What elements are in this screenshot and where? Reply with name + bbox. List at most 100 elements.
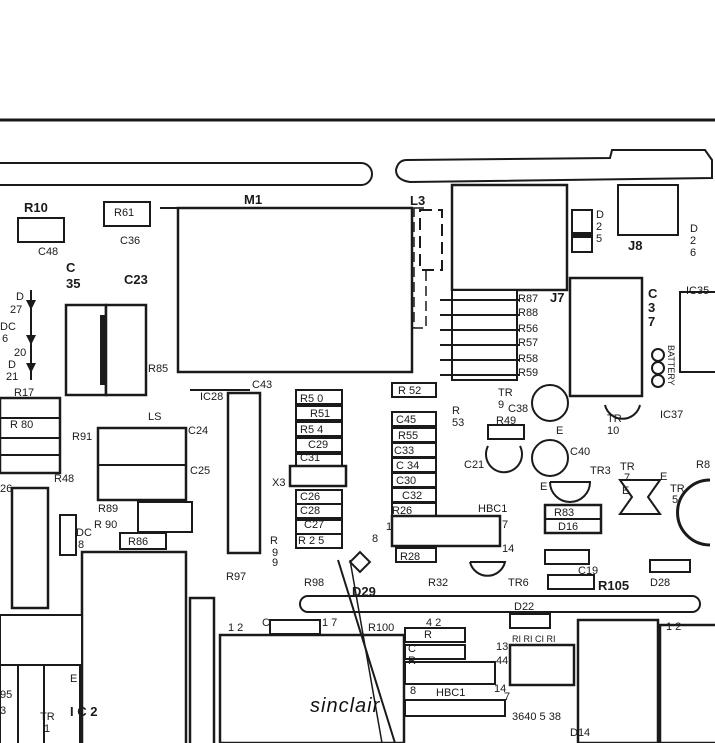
label-r59: R59	[518, 367, 538, 379]
label-c37b: 3	[648, 300, 655, 315]
tr5-transistor	[676, 478, 711, 547]
label-e1: E	[556, 425, 563, 437]
label-n17: 1 7	[322, 617, 337, 629]
label-r55: R55	[398, 430, 418, 442]
label-r97: R97	[226, 571, 246, 583]
tr7-transistor	[618, 479, 662, 515]
label-n44: 44	[496, 655, 508, 667]
bottom-left-block	[80, 550, 188, 743]
label-d14: D14	[570, 727, 590, 739]
c21-capacitor	[485, 445, 523, 474]
r10-resistor	[17, 217, 65, 243]
label-n26: 26	[0, 483, 12, 495]
label-n42: 4 2	[426, 617, 441, 629]
label-ic35: IC35	[686, 285, 709, 297]
label-c23: C23	[124, 272, 148, 287]
label-l3: L3	[410, 193, 425, 208]
label-r8: R8	[696, 459, 710, 471]
label-hbc1: HBC1	[478, 503, 507, 515]
label-c38: C38	[508, 403, 528, 415]
r17-r80-block	[0, 396, 62, 475]
label-c25: C25	[190, 465, 210, 477]
label-dc8a: DC	[76, 527, 92, 539]
label-c24: C24	[188, 425, 208, 437]
label-r56: R56	[518, 323, 538, 335]
j7-pins	[451, 289, 518, 381]
label-c40: C40	[570, 446, 590, 458]
label-r90: R 90	[94, 519, 117, 531]
label-r95: 95	[0, 689, 12, 701]
label-tr10a: TR	[607, 413, 622, 425]
c40-capacitor	[531, 439, 569, 477]
label-tr3: TR3	[590, 465, 611, 477]
label-c-low: C	[262, 617, 270, 629]
label-d29: D29	[352, 584, 376, 599]
label-r80: R 80	[10, 419, 33, 431]
label-r99c: 9	[272, 557, 278, 569]
slot-top-left	[0, 162, 373, 186]
label-r52: R 52	[398, 385, 421, 397]
bottom-slot-left	[188, 596, 216, 743]
ic28-chip	[226, 391, 262, 555]
m1-block	[176, 206, 414, 374]
label-x3: X3	[272, 477, 285, 489]
j8-connector	[617, 184, 679, 236]
bottom-right-chip	[658, 623, 715, 743]
label-e4: E	[660, 471, 667, 483]
label-e5: E	[70, 673, 77, 685]
label-n8b: 8	[410, 685, 416, 697]
label-c35b: 35	[66, 276, 80, 291]
hbc1-bottom-chip	[404, 661, 496, 685]
label-j7: J7	[550, 290, 564, 305]
label-e2: E	[540, 481, 547, 493]
label-tr9a: TR	[498, 387, 513, 399]
label-c26: C26	[300, 491, 320, 503]
label-c21: C21	[464, 459, 484, 471]
r105-resistor	[547, 574, 595, 590]
label-c30: C30	[396, 475, 416, 487]
m1-dash	[413, 207, 427, 329]
slot-top-right	[394, 149, 713, 184]
label-n12b: 1 2	[666, 621, 681, 633]
label-n12: 1 2	[228, 622, 243, 634]
label-r25: R 2 5	[298, 535, 324, 547]
label-n8: 8	[372, 533, 378, 545]
label-rb: RI RI CI RI	[512, 634, 556, 644]
label-c36: C36	[120, 235, 140, 247]
label-d27n: 27	[10, 304, 22, 316]
label-c28: C28	[300, 505, 320, 517]
r28-resistor	[395, 547, 437, 563]
label-r100: R100	[368, 622, 394, 634]
label-c32: C32	[402, 490, 422, 502]
label-r10: R10	[24, 200, 48, 215]
hbc1-chip	[390, 514, 502, 548]
label-r91: R91	[72, 431, 92, 443]
label-r-a: R	[424, 629, 432, 641]
diode-stack-left	[26, 290, 36, 380]
ri-resistor-block	[508, 643, 576, 687]
label-r32: R32	[428, 577, 448, 589]
label-r61: R61	[114, 207, 134, 219]
ic35-chip	[679, 291, 715, 373]
label-r57: R57	[518, 337, 538, 349]
label-n1: 1	[386, 521, 392, 533]
label-d21b: 21	[6, 371, 18, 383]
ic-left-tall	[10, 486, 50, 610]
label-tr1a: TR	[40, 711, 55, 723]
label-tr6: TR6	[508, 577, 529, 589]
sinclair-chip	[218, 633, 406, 743]
label-d16: D16	[558, 521, 578, 533]
labels: M1 L3 R10 R61 C48 C36 C 35 C23 D 27 DC 6…	[0, 192, 710, 739]
label-d26a: D	[690, 223, 698, 235]
label-r99a: R	[270, 535, 278, 547]
label-c-b: C	[408, 643, 416, 655]
label-j8: J8	[628, 238, 642, 253]
tr6-transistor	[469, 561, 507, 577]
label-tr7b: 7	[624, 472, 630, 484]
label-r98: R98	[304, 577, 324, 589]
label-c33: C33	[394, 445, 414, 457]
label-r58: R58	[518, 353, 538, 365]
label-r53a: R	[452, 405, 460, 417]
